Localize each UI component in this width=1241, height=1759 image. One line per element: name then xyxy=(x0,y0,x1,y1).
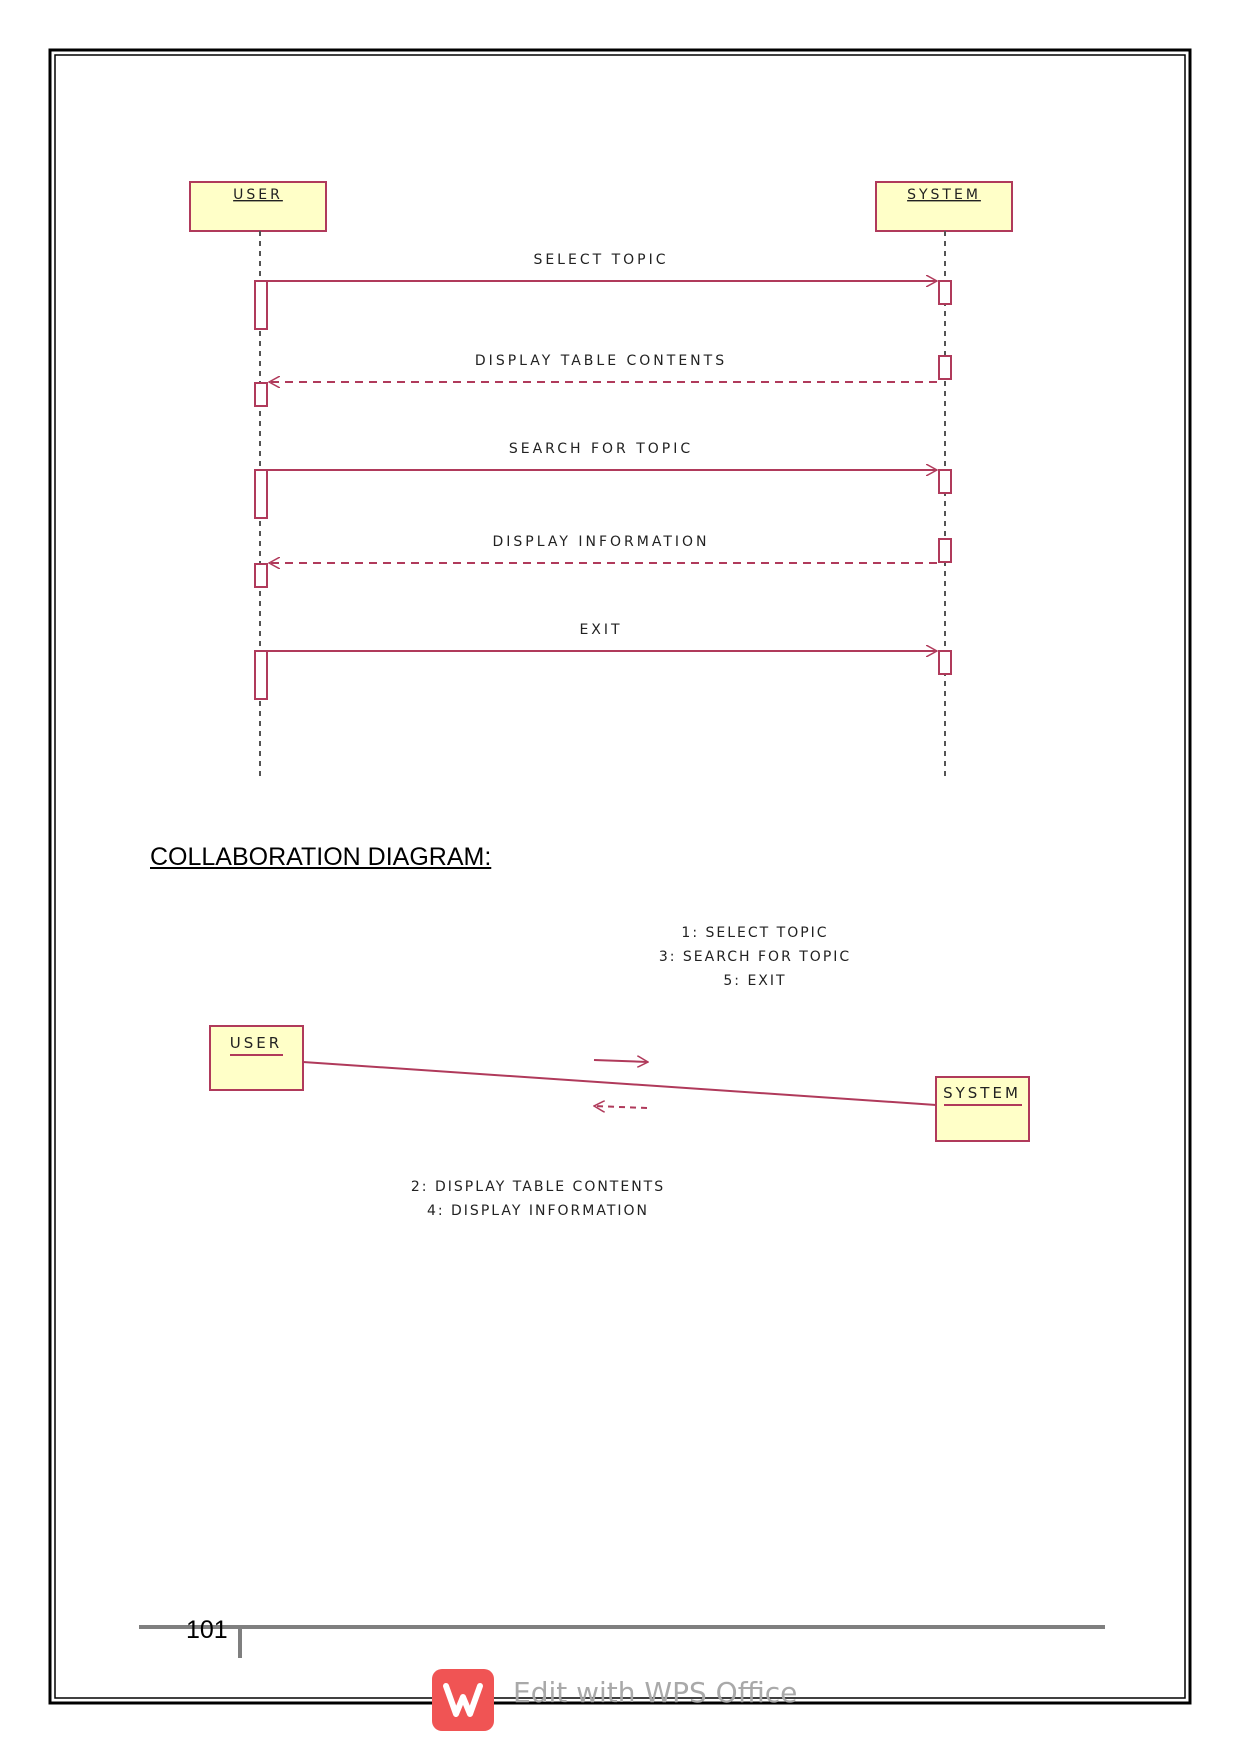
lifeline-user-label: USER xyxy=(233,187,283,203)
collab-object-system: SYSTEM xyxy=(935,1076,1030,1142)
activation-system-3 xyxy=(938,469,952,494)
collab-return-label-2: 4: DISPLAY INFORMATION xyxy=(427,1203,649,1219)
activation-user-1 xyxy=(254,280,268,330)
collab-object-user-label: USER xyxy=(230,1034,282,1052)
page-frame-outer xyxy=(48,48,1192,1705)
sequence-diagram: USER SYSTEM SELECT TOPIC xyxy=(189,181,1013,780)
activation-user-5 xyxy=(254,650,268,700)
activation-system-4 xyxy=(938,538,952,563)
message-label-5: EXIT xyxy=(579,622,622,638)
page-frame-inner xyxy=(54,54,1186,1699)
collab-forward-arrow xyxy=(593,1060,648,1062)
message-label-2: DISPLAY TABLE CONTENTS xyxy=(475,353,727,369)
collab-object-user-box xyxy=(209,1025,304,1091)
wps-logo-icon xyxy=(432,1669,494,1731)
lifeline-user: USER xyxy=(189,181,327,232)
collab-forward-label-2: 3: SEARCH FOR TOPIC xyxy=(659,949,851,965)
message-label-1: SELECT TOPIC xyxy=(533,252,668,268)
message-label-4: DISPLAY INFORMATION xyxy=(493,534,710,550)
lifeline-head-system xyxy=(875,181,1013,232)
collab-return-label-1: 2: DISPLAY TABLE CONTENTS xyxy=(411,1179,665,1195)
collab-return-arrow xyxy=(594,1106,648,1108)
collab-link xyxy=(302,1061,937,1106)
collab-forward-label-3: 5: EXIT xyxy=(723,973,786,989)
lifeline-system-label: SYSTEM xyxy=(907,187,981,203)
collaboration-diagram: 1: SELECT TOPIC 3: SEARCH FOR TOPIC 5: E… xyxy=(209,925,1030,1219)
collab-object-user: USER xyxy=(209,1025,304,1091)
activation-system-1 xyxy=(938,280,952,305)
message-label-3: SEARCH FOR TOPIC xyxy=(509,441,693,457)
activation-user-4 xyxy=(254,563,268,588)
activation-system-5 xyxy=(938,650,952,675)
lifeline-head-user xyxy=(189,181,327,232)
lifeline-system: SYSTEM xyxy=(875,181,1013,232)
collab-object-system-box xyxy=(935,1076,1030,1142)
collaboration-heading: COLLABORATION DIAGRAM: xyxy=(150,843,492,871)
page-number: 101 xyxy=(186,1616,228,1644)
activation-system-2 xyxy=(938,355,952,380)
wps-watermark-text[interactable]: Edit with WPS Office xyxy=(513,1676,798,1709)
activation-user-3 xyxy=(254,469,268,519)
collab-object-system-label: SYSTEM xyxy=(943,1084,1021,1102)
collab-forward-label-1: 1: SELECT TOPIC xyxy=(681,925,828,941)
activation-user-2 xyxy=(254,382,268,407)
